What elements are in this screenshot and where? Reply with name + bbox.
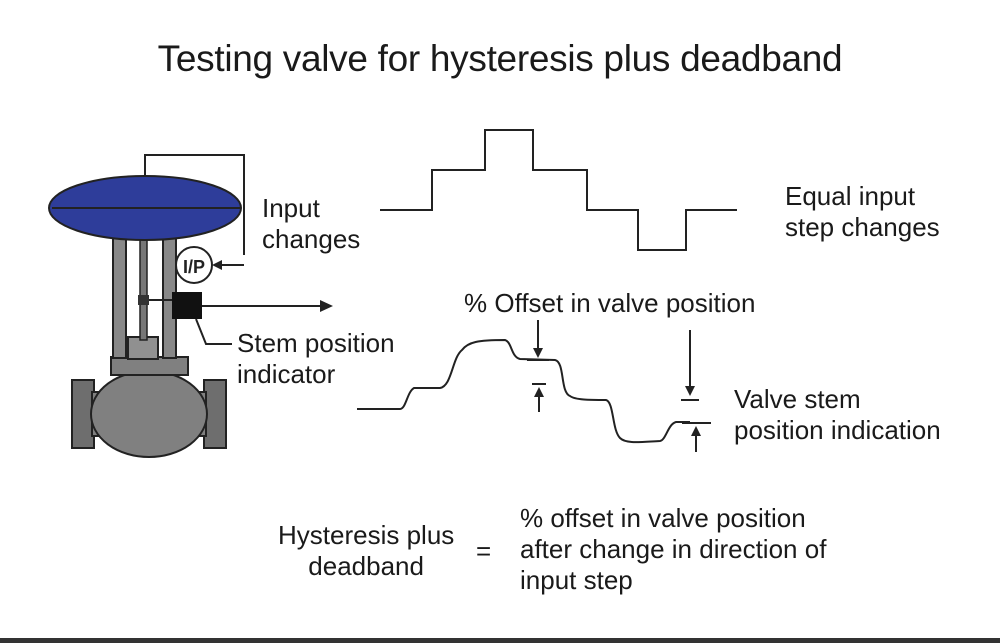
offset-marker-1	[527, 320, 549, 412]
equation-operator: =	[476, 536, 492, 566]
indicator-leader	[195, 318, 232, 345]
equation-lhs: Hysteresis plus deadband	[278, 520, 455, 581]
ip-label: I/P	[183, 257, 205, 277]
air-signal-line	[144, 154, 245, 255]
valve-stem	[139, 231, 148, 341]
equal-input-step-changes-label: Equal input step changes	[785, 181, 940, 242]
stem-position-indicator-label: Stem position indicator	[237, 328, 395, 389]
offset-marker-2	[681, 330, 711, 452]
equation-rhs: % offset in valve position after change …	[520, 503, 827, 595]
valve-body	[90, 370, 208, 458]
yoke-left	[112, 237, 127, 359]
indicator-output-arrowhead	[320, 300, 333, 312]
stem-position-waveform	[357, 338, 690, 444]
position-indicator-box	[172, 292, 202, 319]
valve-stem-position-indication-label: Valve stem position indication	[734, 384, 941, 445]
offset-in-valve-position-label: % Offset in valve position	[464, 288, 756, 318]
input-step-waveform	[380, 129, 737, 251]
stem-connector	[138, 295, 149, 305]
input-changes-label: Input changes	[262, 193, 361, 254]
input-arrowhead	[212, 260, 222, 270]
diagram-title: Testing valve for hysteresis plus deadba…	[157, 38, 843, 79]
bottom-rule	[0, 638, 1000, 643]
control-valve: I/P	[48, 154, 333, 458]
